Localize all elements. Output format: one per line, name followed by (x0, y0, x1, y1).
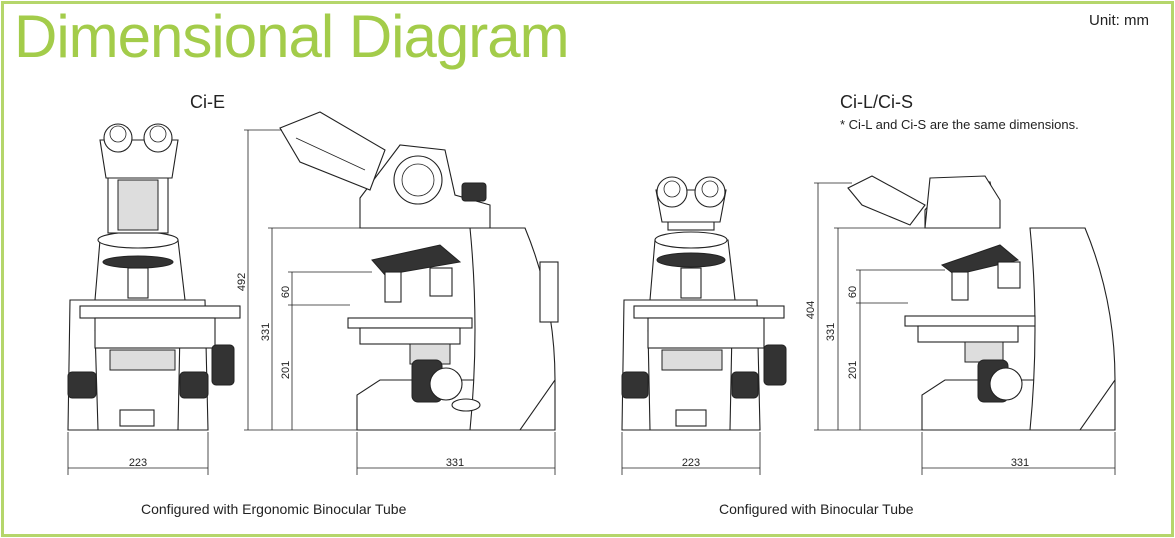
ci-l-side-view: 404 331 60 201 331 (805, 175, 1116, 475)
ci-e-side-depth: 331 (446, 457, 464, 469)
ci-e-stage-height: 201 (280, 361, 292, 379)
ci-l-total-height: 404 (805, 301, 817, 319)
unit-label: Unit: mm (1089, 12, 1149, 29)
ci-l-front-width: 223 (682, 457, 700, 469)
caption-ci-l-ci-s: Configured with Binocular Tube (719, 501, 914, 517)
ci-l-side-depth: 331 (1011, 457, 1029, 469)
ci-l-working-height: 60 (847, 286, 859, 298)
ci-e-total-height: 492 (236, 273, 248, 291)
ci-e-side-view: 492 331 60 201 331 (236, 111, 559, 475)
ci-e-front-width: 223 (129, 457, 147, 469)
same-dimensions-note: * Ci-L and Ci-S are the same dimensions. (840, 117, 1079, 132)
ci-l-arm-height: 331 (825, 323, 837, 341)
ci-e-working-height: 60 (280, 286, 292, 298)
model-label-ci-e: Ci-E (190, 92, 225, 112)
ci-e-front-view: 223 (67, 123, 241, 475)
page-title: Dimensional Diagram (14, 3, 570, 70)
ci-l-front-view: 223 (621, 176, 787, 475)
caption-ci-e: Configured with Ergonomic Binocular Tube (141, 501, 407, 517)
ci-e-arm-height: 331 (260, 323, 272, 341)
model-label-ci-l-ci-s: Ci-L/Ci-S (840, 92, 914, 112)
ci-l-stage-height: 201 (847, 361, 859, 379)
